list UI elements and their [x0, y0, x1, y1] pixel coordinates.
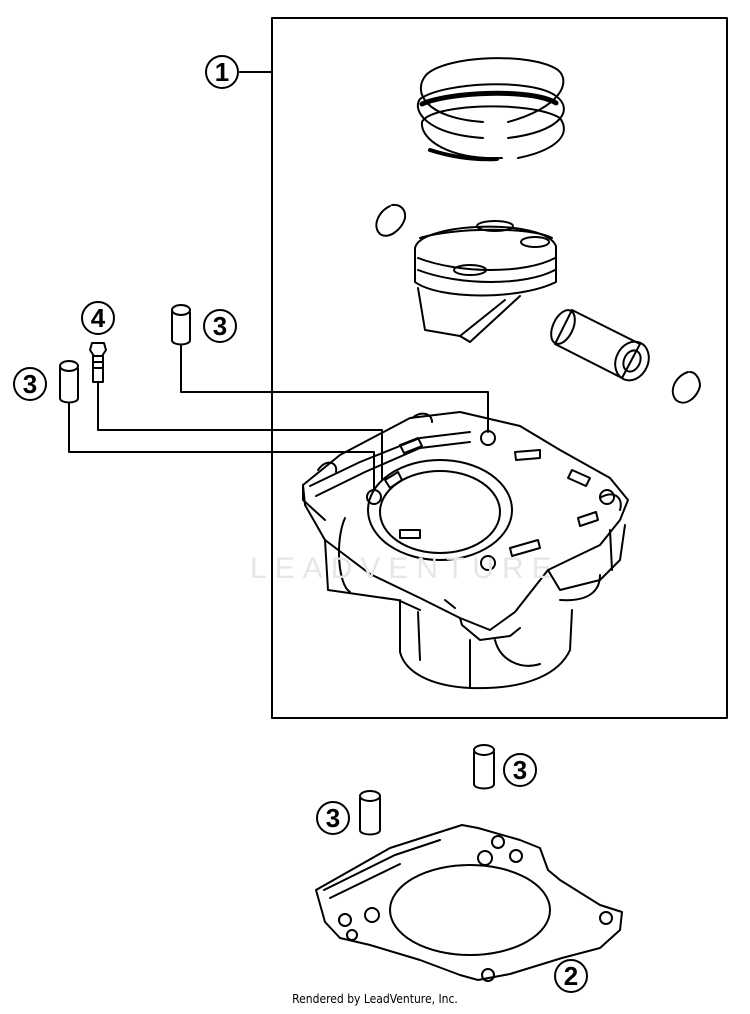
svg-text:3: 3	[23, 369, 37, 399]
svg-text:1: 1	[215, 57, 229, 87]
callout-3-upper: 3	[203, 309, 237, 343]
svg-text:3: 3	[513, 755, 527, 785]
cylinder	[302, 411, 629, 690]
piston-circlip-left	[375, 203, 407, 237]
dowel-pin-left-leader	[68, 403, 375, 491]
callout-1: 1	[205, 55, 239, 89]
callout-3-left: 3	[13, 367, 47, 401]
callout-3-lower-right: 3	[503, 753, 537, 787]
dowel-pin-lower-left	[359, 790, 381, 836]
svg-text:2: 2	[564, 961, 578, 991]
cylinder-screw	[89, 342, 107, 383]
callout-4: 4	[81, 301, 115, 335]
callout-3-lower-left: 3	[316, 801, 350, 835]
render-credit: Rendered by LeadVenture, Inc.	[292, 992, 458, 1006]
cylinder-screw-leader	[97, 381, 383, 481]
dowel-pin-left	[59, 360, 79, 404]
dowel-pin-upper	[171, 304, 191, 346]
piston-circlip-right	[671, 371, 701, 404]
piston	[414, 220, 557, 343]
callout-2: 2	[554, 959, 588, 993]
piston-pin	[550, 309, 650, 382]
watermark: LEADVENTURE	[250, 552, 560, 585]
piston-rings	[416, 57, 565, 162]
kit-boundary-box	[271, 17, 728, 719]
svg-text:4: 4	[91, 303, 106, 333]
cylinder-base-gasket	[315, 824, 623, 982]
svg-text:3: 3	[326, 803, 340, 833]
dowel-pin-lower-right	[473, 744, 495, 790]
svg-text:3: 3	[213, 311, 227, 341]
dowel-pin-upper-leader	[180, 345, 489, 433]
